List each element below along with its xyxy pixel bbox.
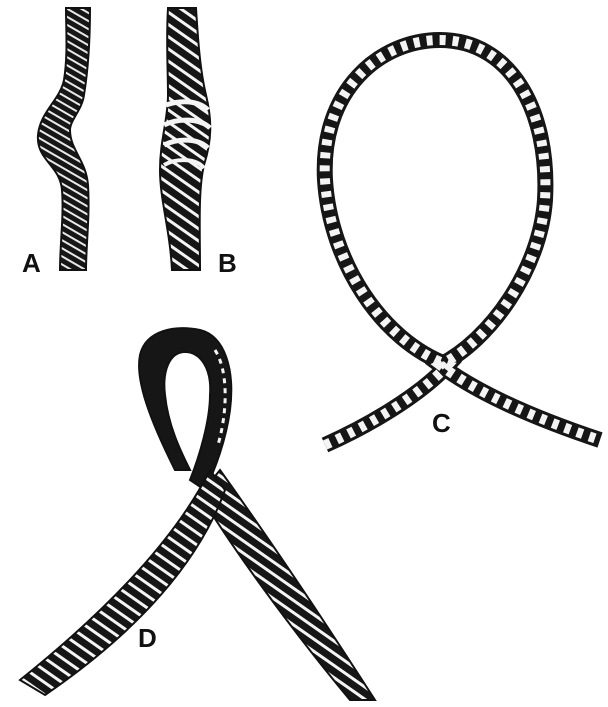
rope-c bbox=[325, 40, 600, 445]
rope-c-loop bbox=[325, 40, 600, 445]
label-b: B bbox=[218, 250, 237, 276]
rope-a-body bbox=[38, 8, 90, 270]
rope-d-right-leg bbox=[200, 470, 375, 700]
label-c: C bbox=[432, 410, 451, 436]
label-a: A bbox=[22, 250, 41, 276]
rope-d bbox=[20, 328, 375, 700]
rope-b bbox=[160, 8, 210, 270]
label-d: D bbox=[138, 625, 157, 651]
rope-a bbox=[38, 8, 90, 270]
rope-d-left-leg bbox=[20, 470, 225, 695]
